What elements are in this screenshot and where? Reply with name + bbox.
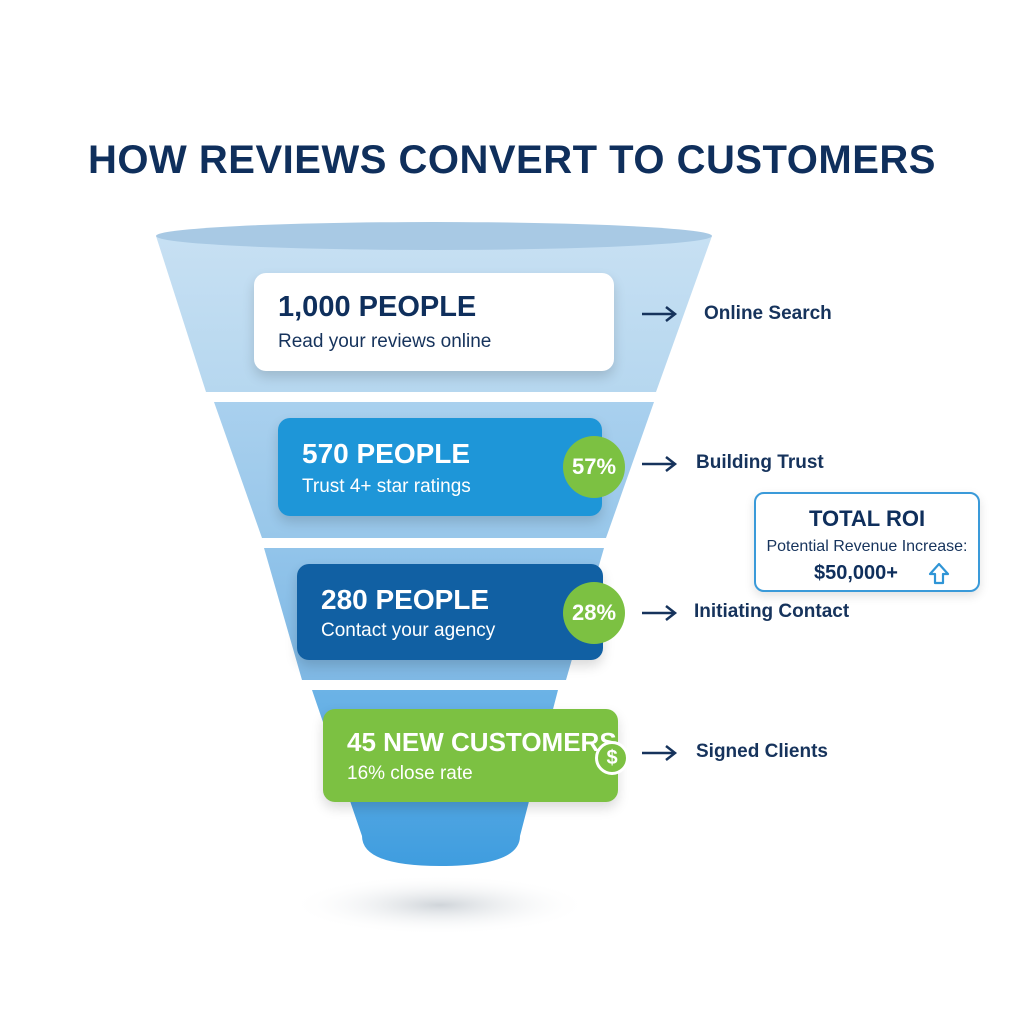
stage-card-1: 1,000 PEOPLE Read your reviews online xyxy=(254,273,614,371)
stage-card-2: 570 PEOPLE Trust 4+ star ratings xyxy=(278,418,602,516)
arrow-right-icon xyxy=(642,456,678,472)
stage-1-label: Online Search xyxy=(704,303,832,324)
arrow-right-icon xyxy=(642,605,678,621)
stage-2-subtext: Trust 4+ star ratings xyxy=(302,476,471,497)
stage-card-3: 280 PEOPLE Contact your agency xyxy=(297,564,603,660)
stage-3-percent-badge: 28% xyxy=(563,582,625,644)
roi-subtitle: Potential Revenue Increase: xyxy=(766,538,968,555)
stage-1-subtext: Read your reviews online xyxy=(278,331,492,352)
stage-2-headline: 570 PEOPLE xyxy=(302,438,471,469)
stage-3-label: Initiating Contact xyxy=(694,601,850,622)
stage-2-percent-badge: 57% xyxy=(563,436,625,498)
stage-3-subtext: Contact your agency xyxy=(321,620,496,641)
roi-box: TOTAL ROI Potential Revenue Increase: $5… xyxy=(754,492,980,592)
funnel-floor-shadow xyxy=(290,875,590,935)
arrow-right-icon xyxy=(642,745,678,761)
dollar-icon: $ xyxy=(595,741,629,775)
arrow-right-icon xyxy=(642,306,678,322)
stage-3-headline: 280 PEOPLE xyxy=(321,584,490,615)
page-title: HOW REVIEWS CONVERT TO CUSTOMERS xyxy=(88,138,936,182)
stage-4-subtext: 16% close rate xyxy=(347,763,473,784)
stage-card-4: 45 NEW CUSTOMERS 16% close rate xyxy=(323,709,618,802)
stage-1-headline: 1,000 PEOPLE xyxy=(278,291,477,323)
stage-2-label: Building Trust xyxy=(696,452,824,473)
roi-title: TOTAL ROI xyxy=(808,506,926,531)
arrow-up-icon xyxy=(928,562,950,585)
stage-4-label: Signed Clients xyxy=(696,741,828,762)
funnel-rim xyxy=(156,222,712,250)
roi-value: $50,000+ xyxy=(814,562,898,584)
stage-4-headline: 45 NEW CUSTOMERS xyxy=(347,727,617,757)
